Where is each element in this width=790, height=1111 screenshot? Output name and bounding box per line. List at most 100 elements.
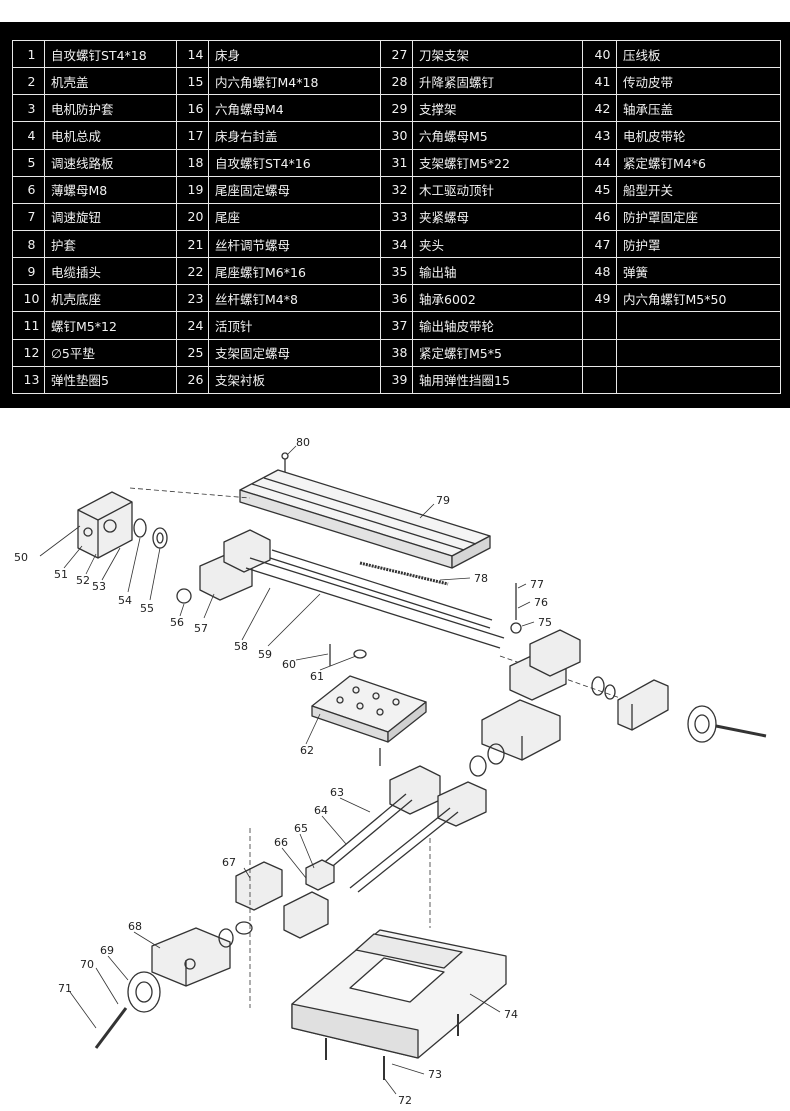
part-number-cell: 24: [176, 311, 209, 340]
part-number-cell: 28: [380, 67, 413, 96]
part-number-cell: 44: [582, 148, 617, 177]
part-number-cell: 43: [582, 121, 617, 150]
part-name-cell: 防护罩固定座: [616, 202, 781, 231]
part-62-cross-table: [311, 675, 427, 743]
part-number-cell: 29: [380, 94, 413, 123]
part-number-cell: 6: [12, 175, 45, 204]
part-name-cell: 刀架支架: [412, 39, 583, 69]
part-name-cell: 升降紧固螺钉: [412, 67, 583, 96]
part-name-cell: 床身右封盖: [208, 121, 381, 150]
part-74-base: [291, 929, 507, 1059]
part-name-cell: 压线板: [616, 39, 781, 69]
callout-60: 60: [282, 658, 296, 671]
part-name-cell: 输出轴: [412, 257, 583, 286]
part-name-cell: 输出轴皮带轮: [412, 311, 583, 340]
callout-54: 54: [118, 594, 132, 607]
part-name-cell: 床身: [208, 39, 381, 69]
part-name-cell: 活顶针: [208, 311, 381, 340]
part-number-cell: 35: [380, 257, 413, 286]
part-name-cell: 轴承6002: [412, 284, 583, 313]
part-name-cell: 机壳盖: [44, 67, 177, 96]
part-name-cell: 电机皮带轮: [616, 121, 781, 150]
part-number-cell: 38: [380, 338, 413, 367]
part-number-cell: 7: [12, 202, 45, 231]
part-name-cell: 船型开关: [616, 175, 781, 204]
part-number-cell: 47: [582, 229, 617, 259]
part-number-cell: 15: [176, 67, 209, 96]
part-name-cell: 尾座: [208, 202, 381, 231]
part-number-cell: [582, 338, 617, 367]
callout-77: 77: [530, 578, 544, 591]
part-name-cell: 护套: [44, 229, 177, 259]
part-number-cell: 30: [380, 121, 413, 150]
part-name-cell: 夹头: [412, 229, 583, 259]
part-number-cell: 4: [12, 121, 45, 150]
part-number-cell: 42: [582, 94, 617, 123]
part-63-64-rods: [319, 793, 459, 893]
part-number-cell: 9: [12, 257, 45, 286]
part-number-cell: 34: [380, 229, 413, 259]
part-name-cell: 内六角螺钉M4*18: [208, 67, 381, 96]
callout-75: 75: [538, 616, 552, 629]
part-number-cell: 5: [12, 148, 45, 177]
callout-68: 68: [128, 920, 142, 933]
callout-56: 56: [170, 616, 184, 629]
part-number-cell: 40: [582, 39, 617, 69]
part-number-cell: 23: [176, 284, 209, 313]
callout-74: 74: [504, 1008, 518, 1021]
callout-50: 50: [14, 551, 28, 564]
part-number-cell: 49: [582, 284, 617, 313]
part-number-cell: 37: [380, 311, 413, 340]
callout-61: 61: [310, 670, 324, 683]
part-name-cell: 调速旋钮: [44, 202, 177, 231]
part-name-cell: 丝杆螺钉M4*8: [208, 284, 381, 313]
part-68-front-bracket: [151, 927, 231, 987]
part-name-cell: 轴用弹性挡圈15: [412, 365, 583, 395]
part-number-cell: 39: [380, 365, 413, 395]
part-name-cell: 弹簧: [616, 257, 781, 286]
part-name-cell: 支架固定螺母: [208, 338, 381, 367]
part-number-cell: 45: [582, 175, 617, 204]
part-56-knob: [176, 588, 192, 604]
part-number-cell: 11: [12, 311, 45, 340]
part-number-cell: 10: [12, 284, 45, 313]
part-79-bed-rail: [239, 469, 491, 569]
part-number-cell: 13: [12, 365, 45, 395]
part-name-cell: 支撑架: [412, 94, 583, 123]
part-name-cell: 夹紧螺母: [412, 202, 583, 231]
top-margin: [0, 0, 790, 22]
callout-52: 52: [76, 574, 90, 587]
part-number-cell: 31: [380, 148, 413, 177]
part-61-nut: [353, 649, 367, 659]
part-name-cell: [616, 311, 781, 340]
part-54-washer: [152, 527, 168, 549]
part-name-cell: 紧定螺钉M4*6: [616, 148, 781, 177]
part-name-cell: 自攻螺钉ST4*18: [44, 39, 177, 69]
callout-76: 76: [534, 596, 548, 609]
part-80-screw: [281, 452, 289, 472]
part-number-cell: 2: [12, 67, 45, 96]
part-number-cell: 20: [176, 202, 209, 231]
exploded-view-svg: 50 51 52 53 54 55 56 57 58 59 60 61 62 6…: [14, 436, 767, 1107]
part-75-77-screw-spring: [510, 583, 522, 634]
part-name-cell: 丝杆调节螺母: [208, 229, 381, 259]
part-name-cell: 六角螺母M5: [412, 121, 583, 150]
part-name-cell: 调速线路板: [44, 148, 177, 177]
callout-57: 57: [194, 622, 208, 635]
callout-53: 53: [92, 580, 106, 593]
part-number-cell: [582, 311, 617, 340]
part-name-cell: 尾座螺钉M6*16: [208, 257, 381, 286]
callout-62: 62: [300, 744, 314, 757]
